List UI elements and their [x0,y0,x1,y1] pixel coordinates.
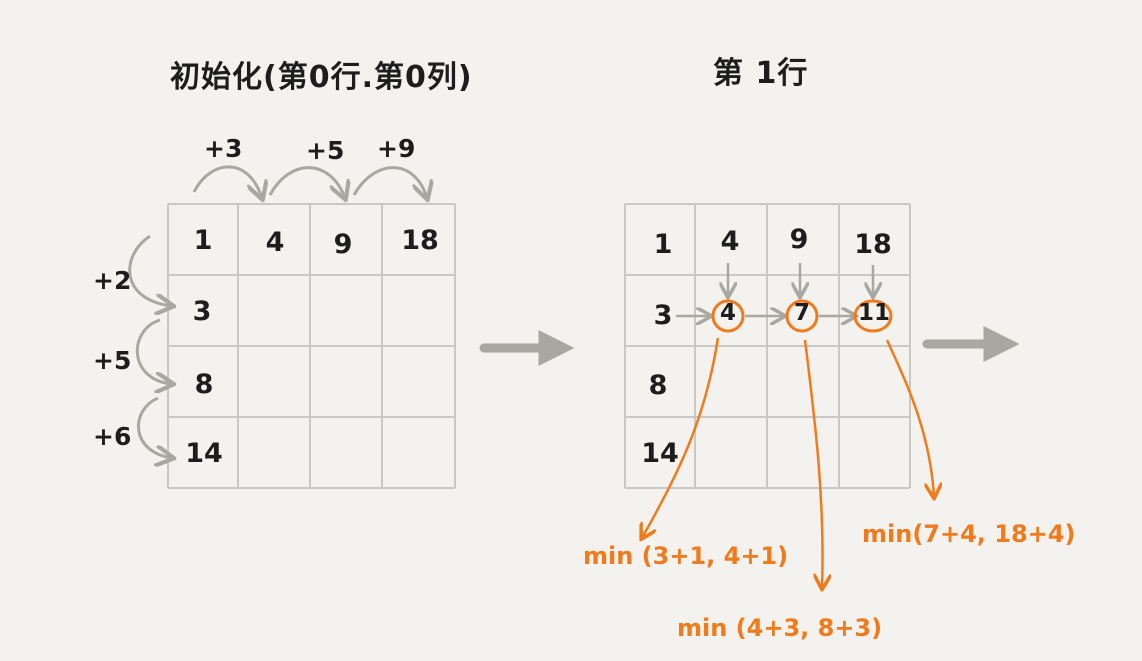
left-cell-r3c0: 14 [185,438,223,469]
left-grid [167,203,456,489]
right-cell-r2c0: 8 [648,370,668,401]
formula-cell-1-3: min(7+4, 18+4) [862,520,1076,548]
right-cell-r1c3: 11 [857,300,890,326]
left-cell-r0c0: 1 [193,225,213,256]
right-cell-r0c3: 18 [854,229,892,260]
computed-cell-circles [711,299,893,333]
right-cell-r3c0: 14 [641,438,679,469]
left-cell-r1c0: 3 [192,296,212,327]
row-increment-arrows [128,234,172,458]
row-increment-3: +6 [93,422,132,451]
right-cell-r1c2: 7 [793,300,810,326]
col-increment-1: +3 [204,134,243,163]
left-cell-r0c2: 9 [333,229,353,260]
row-increment-2: +5 [93,346,132,375]
col-increment-3: +9 [377,134,416,163]
left-cell-r0c1: 4 [265,227,285,258]
formula-cell-1-2: min (4+3, 8+3) [677,614,883,642]
dependency-arrows [676,263,873,316]
row-increment-1: +2 [93,266,132,295]
formula-arrows [642,337,934,588]
right-cell-r1c0: 3 [653,300,673,331]
right-grid [624,203,911,489]
left-title: 初始化(第0行.第0列) [170,60,473,95]
left-cell-r2c0: 8 [194,369,214,400]
right-title: 第 1行 [713,56,809,91]
formula-cell-1-1: min (3+1, 4+1) [583,542,789,570]
right-cell-r1c1: 4 [719,300,736,326]
right-cell-r0c2: 9 [789,224,809,255]
col-increment-2: +5 [306,136,345,165]
column-increment-arrows [192,165,427,198]
right-cell-r0c1: 4 [720,226,740,257]
left-cell-r0c3: 18 [401,225,439,256]
right-cell-r0c0: 1 [653,229,673,260]
